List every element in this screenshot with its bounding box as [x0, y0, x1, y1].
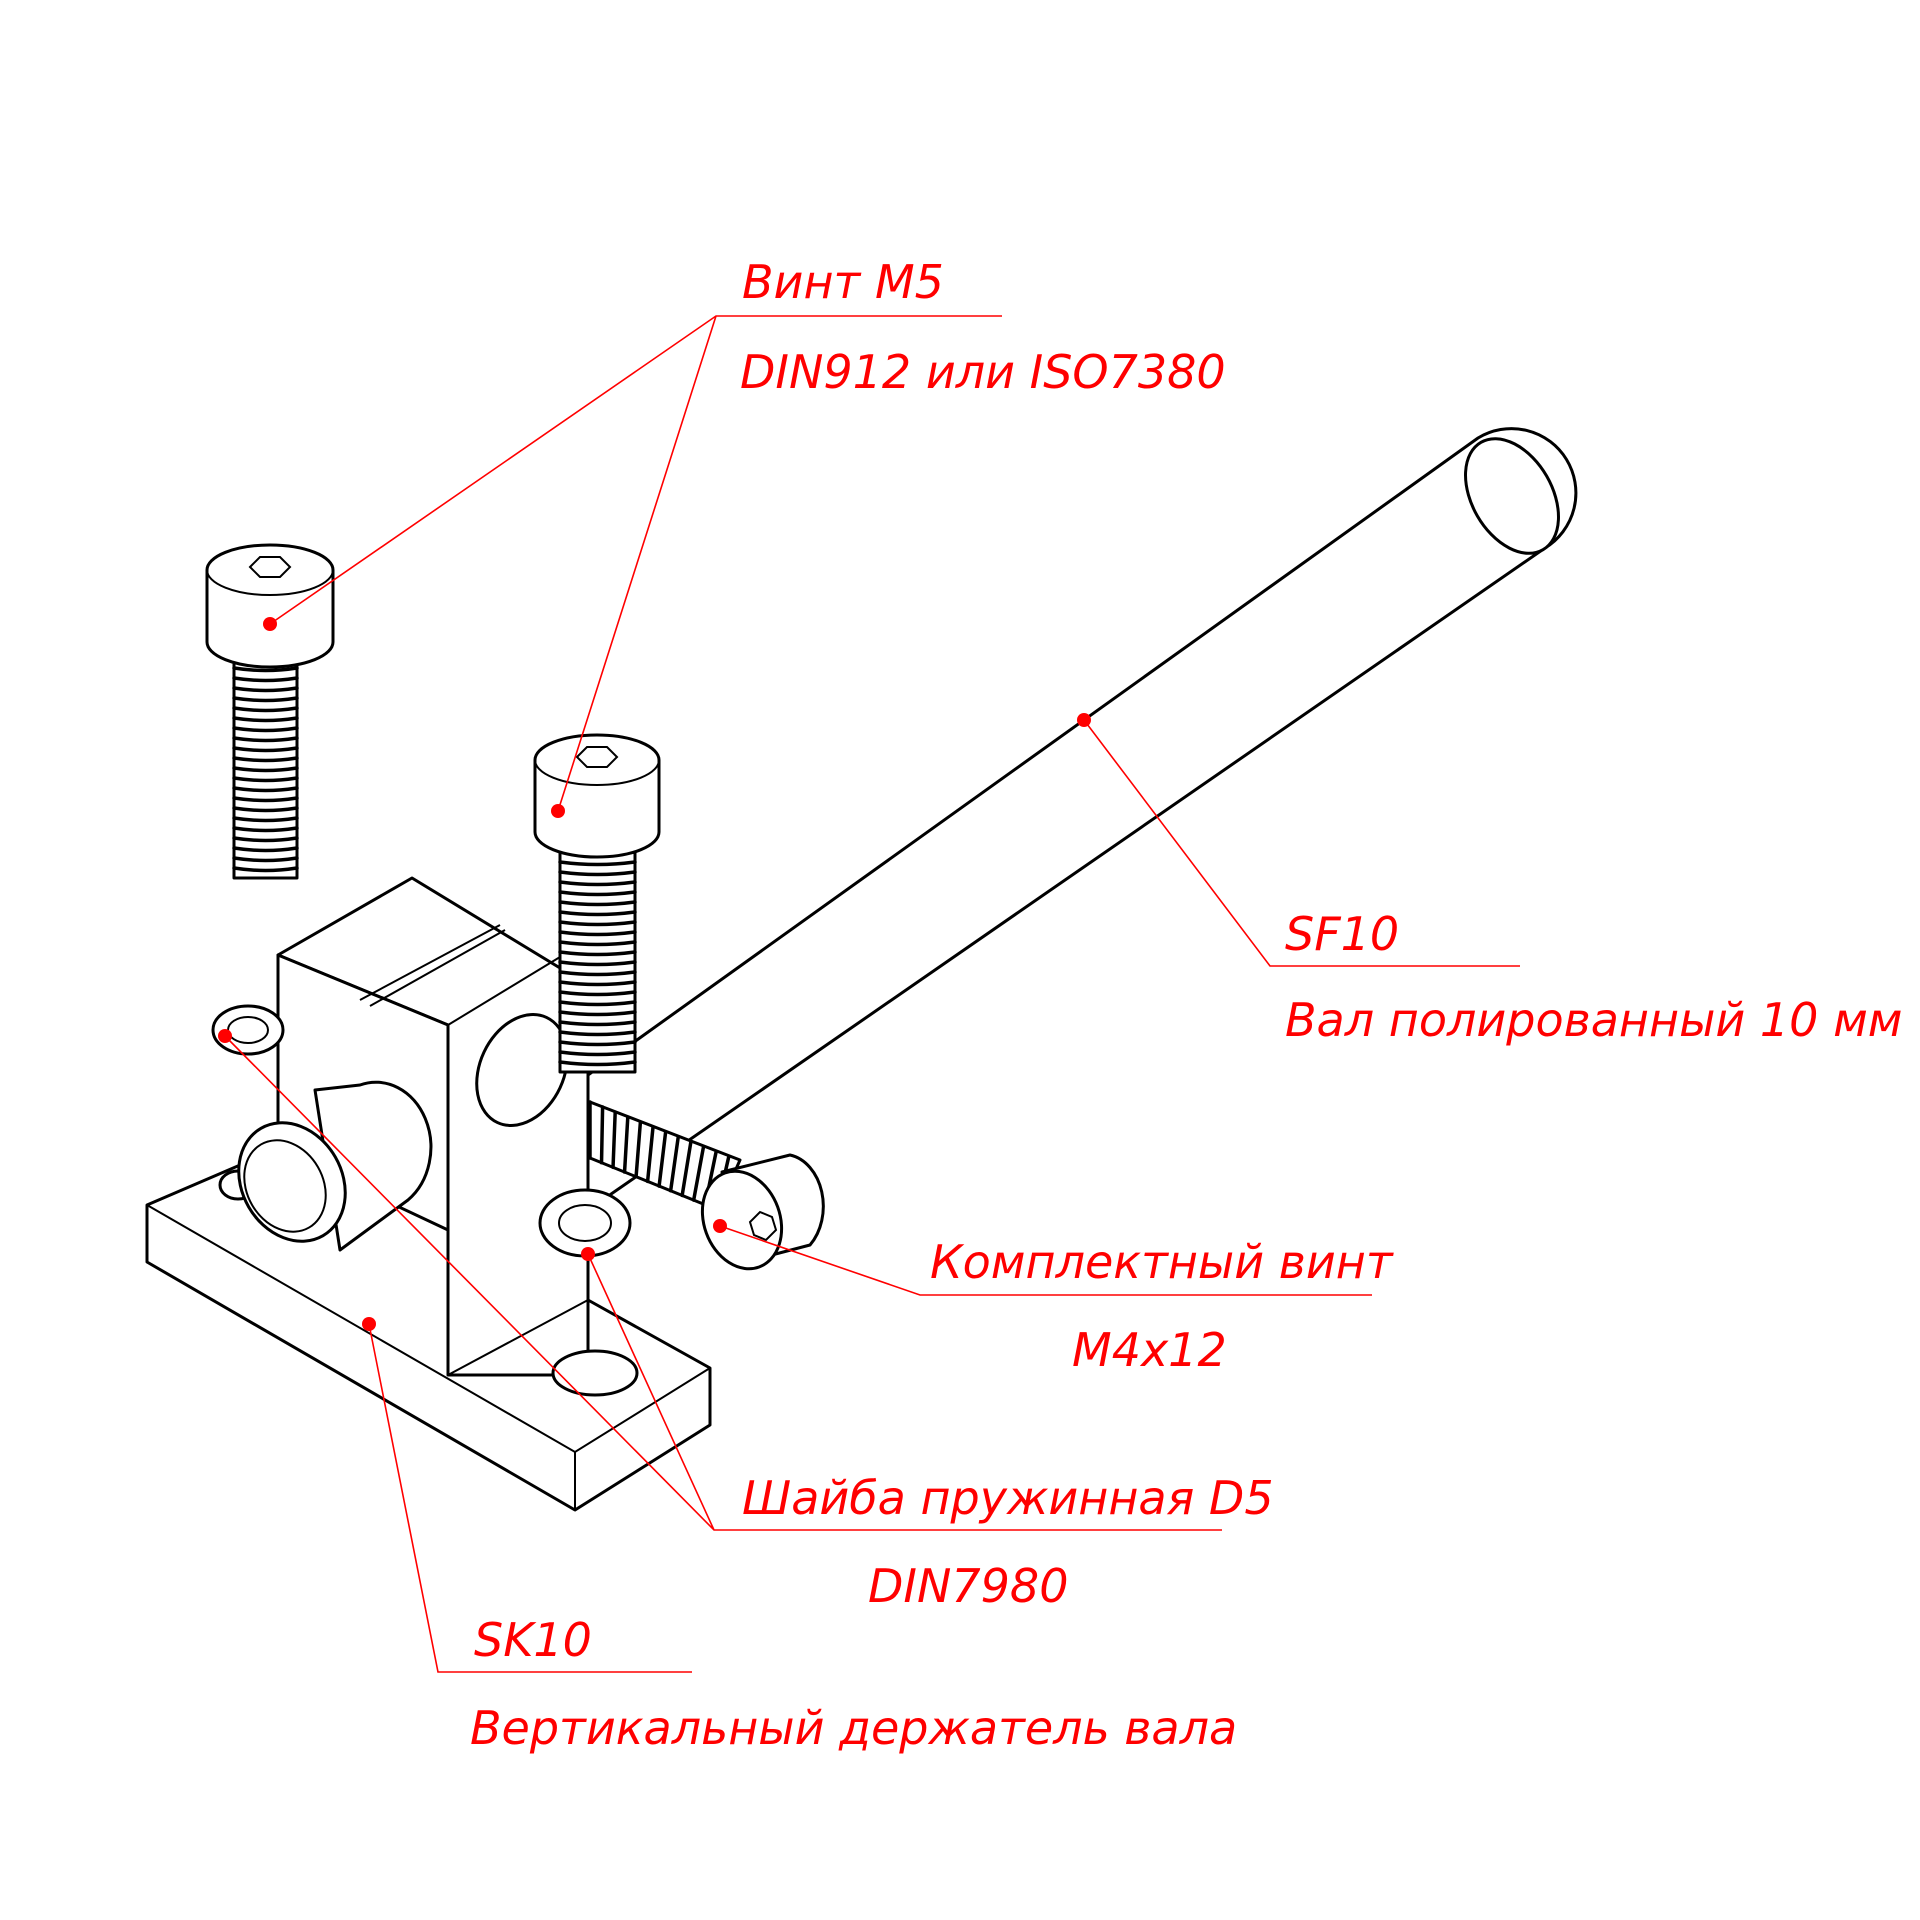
callout-shaft-title: SF10 [1285, 907, 1399, 961]
callout-set-screw-subtitle: M4x12 [1072, 1323, 1227, 1377]
dot-screw-m5-left [263, 617, 277, 631]
dot-washer-right [581, 1247, 595, 1261]
screw-m5-right [533, 733, 661, 1074]
callout-screw-m5-title: Винт M5 [742, 255, 944, 309]
callout-shaft-subtitle: Вал полированный 10 мм [1285, 993, 1902, 1047]
callout-screw-m5-subtitle: DIN912 или ISO7380 [740, 345, 1226, 399]
leader-screw-m5 [269, 315, 1002, 812]
screw-m5-left [205, 543, 335, 880]
dot-set-screw [713, 1219, 727, 1233]
leader-washer [224, 1035, 1222, 1531]
callout-washer-subtitle: DIN7980 [868, 1559, 1068, 1613]
callout-washer-title: Шайба пружинная D5 [742, 1471, 1274, 1525]
callout-holder-subtitle: Вертикальный держатель вала [470, 1701, 1237, 1755]
set-screw-m4 [588, 1100, 825, 1271]
dot-washer-left [218, 1029, 232, 1043]
polished-shaft [586, 427, 1578, 1212]
spring-washer-right [538, 1188, 632, 1258]
callout-set-screw-title: Комплектный винт [930, 1235, 1394, 1289]
leader-set-screw [719, 1225, 1372, 1296]
dot-shaft [1077, 713, 1091, 727]
dot-holder [362, 1317, 376, 1331]
dot-screw-m5-right [551, 804, 565, 818]
shaft-holder [145, 876, 712, 1512]
leader-shaft [1083, 719, 1520, 967]
leader-holder [368, 1323, 692, 1673]
callout-holder-title: SK10 [474, 1613, 592, 1667]
